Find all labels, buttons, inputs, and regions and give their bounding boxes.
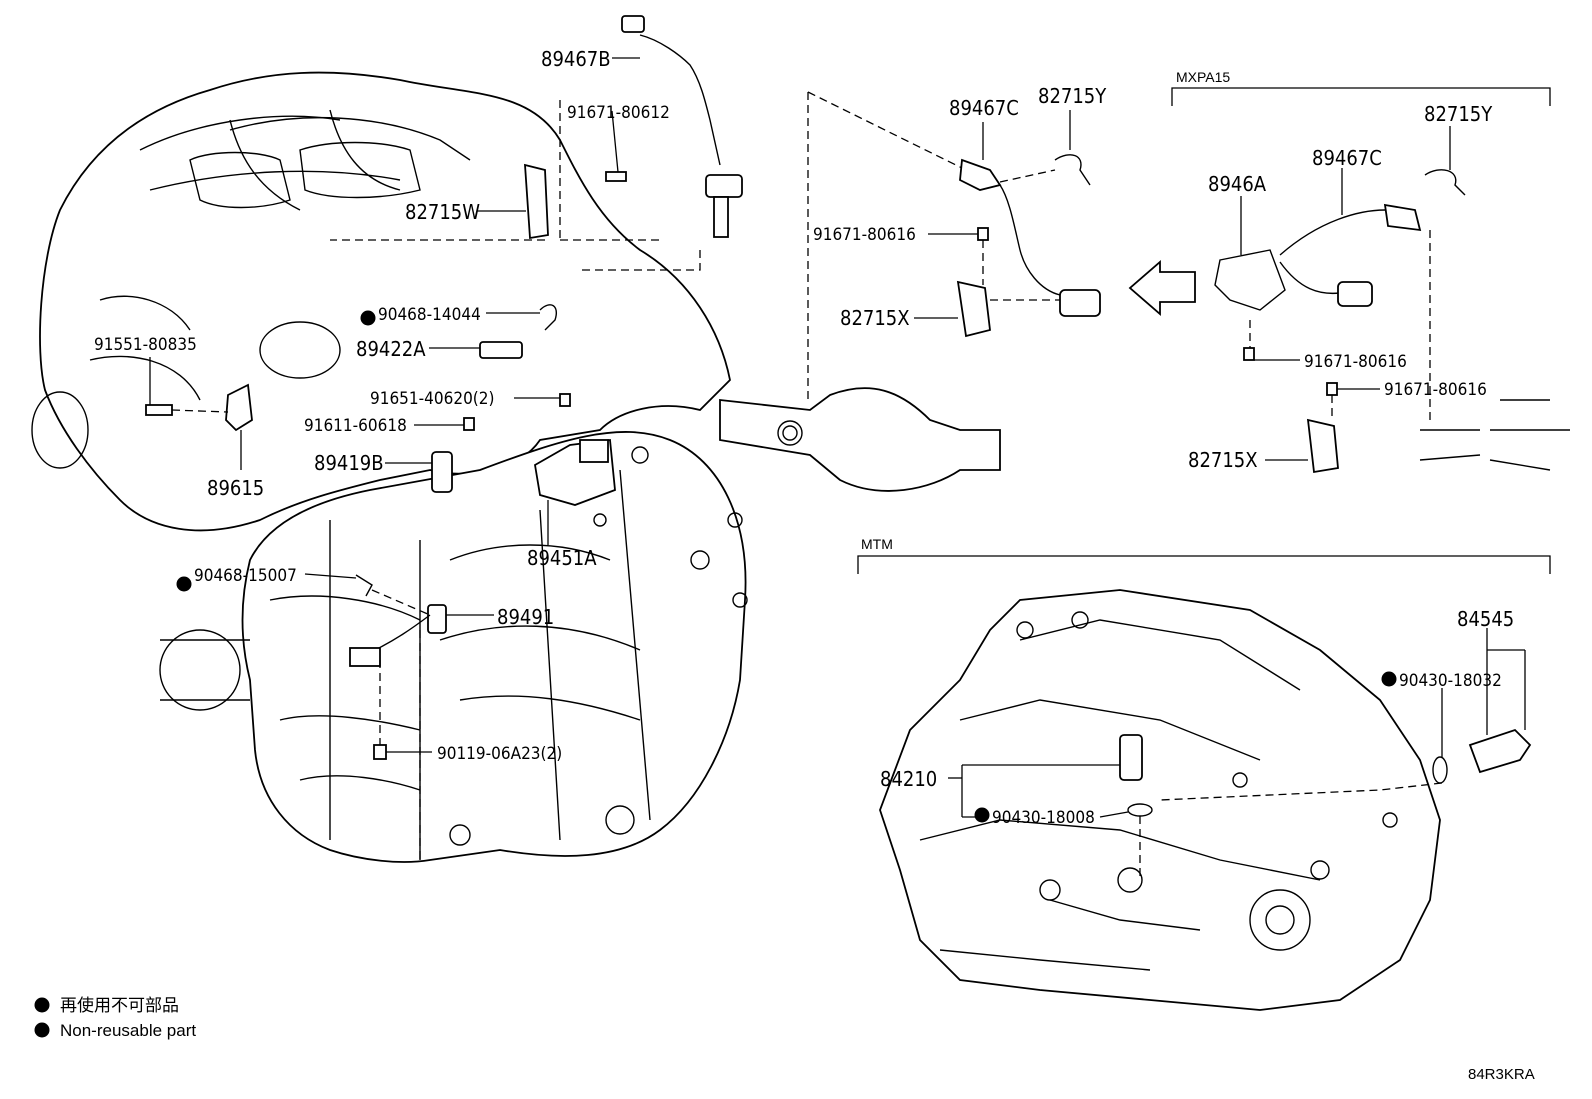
sensor-parts-left [145,15,743,760]
label-91671-80616-mid[interactable]: 91671-80616 [813,225,916,245]
label-91611-60618[interactable]: 91611-60618 [304,416,407,436]
label-91671-80612[interactable]: 91671-80612 [567,103,670,123]
non-reusable-dot-90468-14044 [360,310,376,326]
legend-text-en: Non-reusable part [60,1021,196,1040]
non-reusable-dot-90468-15007 [176,576,192,592]
label-91671-80616-right-b[interactable]: 91671-80616 [1384,380,1487,400]
label-90119-06A23[interactable]: 90119-06A23(2) [437,744,562,764]
diagram-code: 84R3KRA [1468,1066,1535,1083]
label-84210[interactable]: 84210 [880,767,937,791]
label-89491[interactable]: 89491 [497,605,554,629]
label-91671-80616-right-a[interactable]: 91671-80616 [1304,352,1407,372]
group-mxpa15 [1128,87,1570,474]
label-82715W[interactable]: 82715W [405,200,480,224]
label-89467C-mid[interactable]: 89467C [949,96,1019,120]
label-89419B[interactable]: 89419B [314,451,384,475]
engine-transaxle-drawing [31,71,1001,863]
label-82715X-mid[interactable]: 82715X [840,306,910,330]
legend-dot-en [34,1022,50,1038]
group-header-mtm: MTM [861,536,893,552]
label-89615[interactable]: 89615 [207,476,264,500]
legend-text-jp: 再使用不可部品 [60,995,179,1015]
part-labels: 89467B 91671-80612 82715W 90468-14044 89… [94,47,1514,828]
label-82715Y-right[interactable]: 82715Y [1424,102,1493,126]
label-89451A[interactable]: 89451A [527,546,597,570]
non-reusable-dot-90430-18032 [1381,671,1397,687]
label-8946A[interactable]: 8946A [1208,172,1267,196]
label-82715X-right[interactable]: 82715X [1188,448,1258,472]
label-89467B[interactable]: 89467B [541,47,611,71]
leader-lines-left [149,57,963,860]
label-89422A[interactable]: 89422A [356,337,426,361]
legend: 再使用不可部品 Non-reusable part [60,995,196,1040]
label-90468-15007[interactable]: 90468-15007 [194,566,297,586]
label-89467C-right[interactable]: 89467C [1312,146,1382,170]
non-reusable-markers [34,310,1397,1038]
group-header-mxpa15: MXPA15 [1176,69,1230,85]
leader-lines-right [914,110,1526,818]
legend-dot-jp [34,997,50,1013]
non-reusable-dot-90430-18008 [974,807,990,823]
label-91551-80835[interactable]: 91551-80835 [94,335,197,355]
label-84545[interactable]: 84545 [1457,607,1514,631]
label-90430-18008[interactable]: 90430-18008 [992,808,1095,828]
label-82715Y-mid[interactable]: 82715Y [1038,84,1107,108]
detail-89467C [956,154,1101,338]
label-90430-18032[interactable]: 90430-18032 [1399,671,1502,691]
label-90468-14044[interactable]: 90468-14044 [378,305,481,325]
label-91651-40620[interactable]: 91651-40620(2) [370,389,494,409]
group-mtm [857,555,1551,1011]
